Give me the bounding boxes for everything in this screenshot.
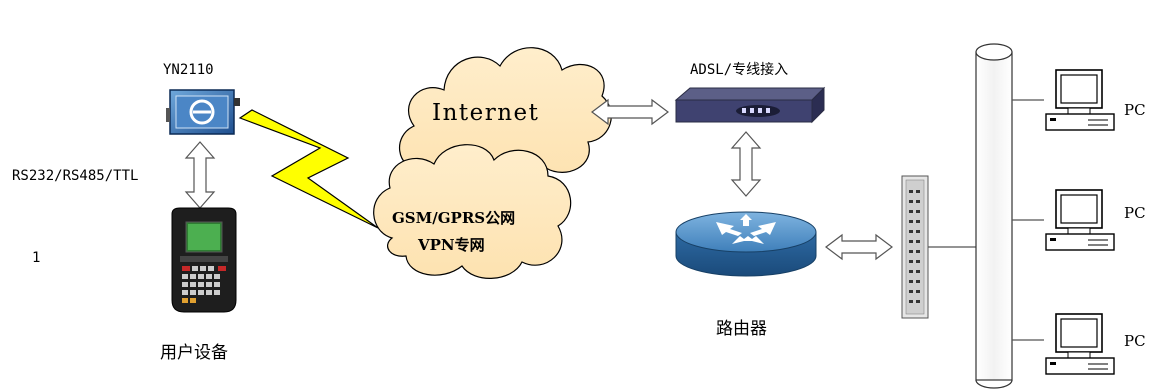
pc-1-label: PC [1124, 101, 1146, 119]
adsl-modem-icon [674, 86, 826, 124]
pc-2-label: PC [1124, 204, 1146, 222]
adsl-router-arrow [730, 131, 762, 197]
side-number: 1 [32, 250, 40, 266]
gsm-label: GSM/GPRS公网 [392, 209, 515, 227]
device-model-label: YN2110 [163, 62, 214, 78]
pc-3-icon [1045, 313, 1115, 375]
router-icon [675, 211, 817, 277]
gsm-vpn-cloud [373, 144, 572, 279]
serial-link-label: RS232/RS485/TTL [12, 168, 138, 184]
network-bus [975, 43, 1013, 389]
yn2110-device-icon [166, 89, 240, 135]
vpn-label: VPN专网 [417, 236, 485, 254]
internet-label: Internet [432, 100, 539, 126]
switch-rack-icon [901, 175, 929, 319]
pc-1-icon [1045, 69, 1115, 131]
router-switch-arrow [825, 233, 893, 261]
wireless-link-icon [238, 109, 379, 229]
internet-adsl-arrow [591, 98, 669, 126]
router-label: 路由器 [716, 319, 767, 339]
pc-3-label: PC [1124, 332, 1146, 350]
user-equipment-label: 用户设备 [160, 343, 228, 363]
serial-link-arrow [184, 141, 216, 209]
adsl-label: ADSL/专线接入 [690, 61, 788, 78]
pc-2-icon [1045, 189, 1115, 251]
handheld-terminal-icon [171, 207, 237, 313]
